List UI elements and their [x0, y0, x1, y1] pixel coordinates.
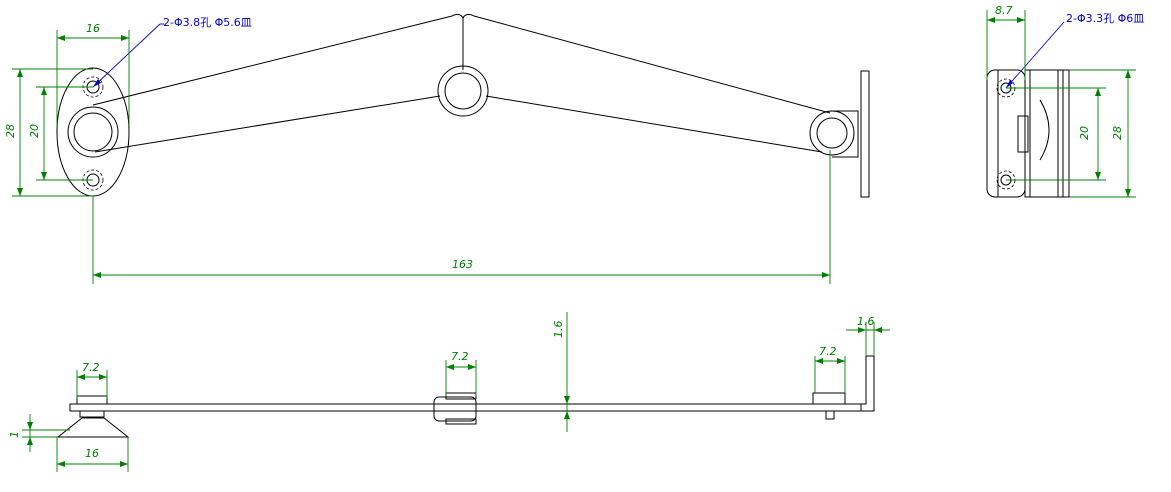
dim-7-2-mid: 7.2	[451, 350, 469, 363]
dim-20-top: 20	[28, 124, 41, 138]
hole-note-left: 2-Φ3.8孔 Φ5.6皿	[163, 16, 252, 29]
dim-1-6-mid: 1.6	[552, 321, 565, 339]
right-l-bracket	[855, 355, 875, 412]
dim-16-top: 16	[86, 22, 100, 35]
dim-1-small: 1	[8, 431, 21, 438]
right-pivot-bore	[816, 117, 848, 149]
right-bracket-plate	[860, 70, 870, 198]
hole-leader-arrow	[93, 79, 101, 87]
side-mount-plate	[986, 69, 1026, 198]
long-arm-bottom-edge	[485, 95, 823, 153]
top-view: 2-Φ3.8孔 Φ5.6皿 16 28 20 163	[4, 13, 870, 284]
arm-bar-profile	[69, 403, 862, 412]
elbow-pivot-bore	[444, 72, 482, 110]
side-hole-leader	[1005, 21, 1065, 89]
left-pivot-head	[76, 395, 108, 405]
hole-leader-line	[92, 23, 161, 88]
left-pivot-bore	[73, 112, 113, 152]
dim-163: 163	[452, 258, 473, 271]
short-arm-bottom-edge	[94, 95, 441, 153]
short-arm-top-edge	[92, 15, 453, 106]
side-bracket-plate	[1062, 69, 1070, 198]
bottom-view: 7.2 7.2 7.2 1.6 1.6 16	[8, 312, 890, 472]
dim-7-2-right: 7.2	[819, 345, 837, 358]
left-pivot-boss	[67, 106, 119, 158]
side-pivot-tab	[1017, 115, 1029, 153]
hole-note-side: 2-Φ3.3孔 Φ6皿	[1066, 12, 1144, 25]
elbow-seam	[451, 13, 464, 70]
elbow-seam-right	[462, 13, 475, 19]
right-bracket-body	[832, 110, 859, 158]
dim-1-6-right: 1.6	[857, 315, 875, 328]
long-arm-top-edge	[473, 15, 831, 114]
elbow-pivot-boss	[437, 65, 489, 117]
side-arm-curve	[1039, 99, 1050, 161]
dim-16-bottom: 16	[85, 447, 99, 460]
right-pivot-head	[812, 392, 846, 405]
left-base-plate	[56, 417, 130, 438]
dim-28-top: 28	[4, 124, 17, 138]
dim-7-2-left: 7.2	[82, 361, 100, 374]
dim-20-side: 20	[1078, 126, 1091, 140]
dim-8-7: 8.7	[995, 4, 1013, 17]
side-view: 2-Φ3.3孔 Φ6皿 8.7 20 28	[986, 4, 1144, 198]
mid-pivot-stack	[433, 396, 477, 422]
dim-28-side: 28	[1111, 126, 1124, 140]
side-bracket-body	[1024, 69, 1064, 198]
